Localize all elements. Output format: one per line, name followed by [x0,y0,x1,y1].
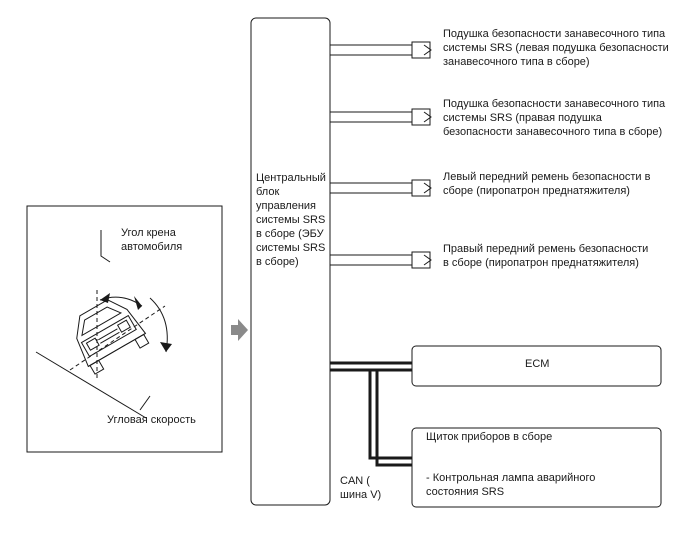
meter-item-srs-warning: - Контрольная лампа аварийного состояния… [426,472,596,498]
ecu-label: Центральный блок управления системы SRS … [256,172,326,268]
can-bus-label: CAN ( шина V) [340,475,382,501]
connector-4 [411,251,432,269]
roll-angle-arrowhead [134,296,142,310]
input-arrow [231,319,248,341]
vehicle-panel-frame [26,205,223,453]
roll-angle-label: Угол крена автомобиля [121,227,183,253]
connector-3 [411,179,432,197]
meter-title: Щиток приборов в сборе [426,431,553,443]
output-label-1: Подушка безопасности занавесочного типа … [443,28,669,68]
ecm-box [411,345,662,387]
output-label-4: Правый передний ремень безопасности в сб… [443,243,649,269]
can-bus-lines [330,361,412,467]
output-line-4 [330,254,412,266]
ecm-label: ECM [525,358,550,370]
ecu-arrowhead-left [100,293,110,303]
angular-rate-label: Угловая скорость [107,414,196,426]
meter-box [411,427,662,508]
output-label-2: Подушка безопасности занавесочного типа … [443,98,666,138]
connector-2 [411,108,432,126]
output-line-3 [330,182,412,194]
angular-rate-arrowhead [160,342,172,352]
output-line-2 [330,111,412,123]
vehicle-rollover-illustration [35,230,168,419]
output-line-1 [330,44,412,56]
output-label-3: Левый передний ремень безопасности в сбо… [443,171,651,197]
ecu-box [250,17,331,506]
connector-1 [411,41,432,59]
